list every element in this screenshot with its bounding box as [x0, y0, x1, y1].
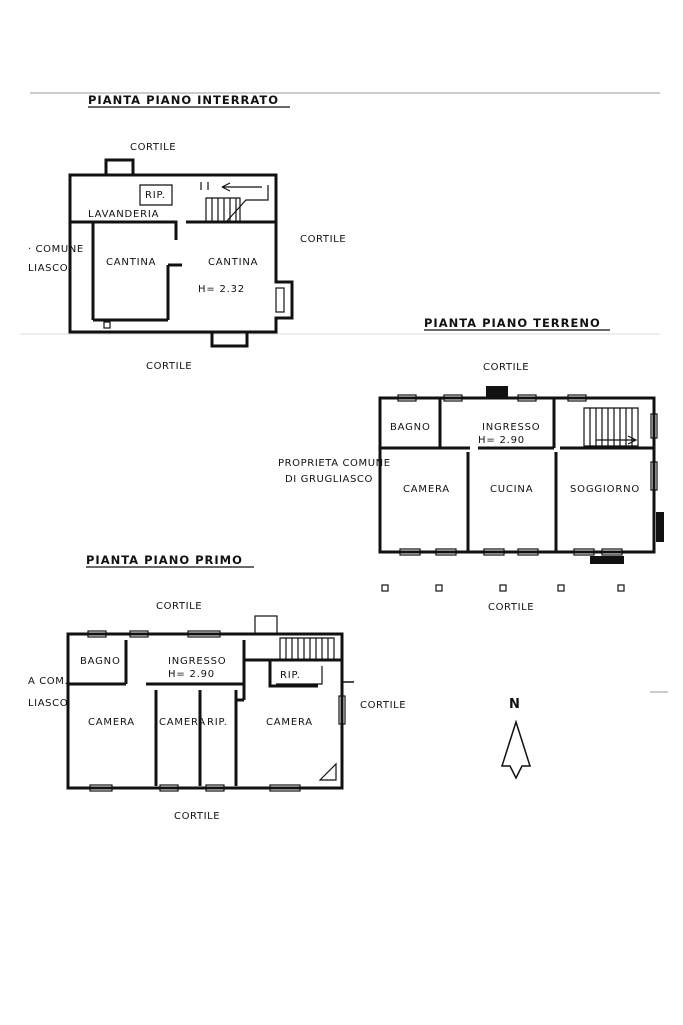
primo-corner-fixture [318, 762, 337, 781]
north-arrow-icon [500, 719, 532, 780]
terreno-ingresso-label: INGRESSO [482, 422, 540, 433]
terreno-stair-arrow-icon [596, 435, 638, 445]
terreno-cucina-label: CUCINA [490, 484, 533, 495]
primo-cortile-south: CORTILE [174, 811, 220, 822]
plan-terreno-title: PIANTA PIANO TERRENO [424, 316, 601, 330]
terreno-lower-dividers [466, 452, 558, 552]
primo-rip-upper-label: RIP. [280, 670, 301, 681]
primo-bagno-label: BAGNO [80, 656, 121, 667]
terreno-bagno-label: BAGNO [390, 422, 431, 433]
terreno-outer-wall [378, 396, 656, 554]
primo-ingresso-label: INGRESSO [168, 656, 226, 667]
primo-height-label: H= 2.90 [168, 669, 215, 680]
interrato-stairs [205, 197, 241, 223]
interrato-cortile-north: CORTILE [130, 142, 176, 153]
interrato-west-label-1: · COMUNE [28, 244, 84, 255]
primo-window [87, 630, 107, 638]
interrato-east-window [275, 287, 285, 313]
plan-terreno: PIANTA PIANO TERRENO CORTILE CORTILE PRO… [278, 316, 664, 613]
north-arrow-label: N [509, 697, 520, 712]
terreno-cortile-south: CORTILE [488, 602, 534, 613]
terreno-height-label: H= 2.90 [478, 435, 525, 446]
interrato-cortile-south: CORTILE [146, 361, 192, 372]
primo-outer-wall [66, 632, 344, 790]
primo-stairs [279, 637, 335, 661]
north-arrow: N [500, 697, 532, 780]
primo-chimney [254, 615, 278, 635]
interrato-light-well-south [210, 332, 249, 348]
terreno-west-label-1: PROPRIETA COMUNE [278, 458, 391, 469]
interrato-cantina-2-label: CANTINA [208, 257, 258, 268]
interrato-cantina-1-label: CANTINA [106, 257, 156, 268]
terreno-soggiorno-label: SOGGIORNO [570, 484, 640, 495]
terreno-west-label-2: DI GRUGLIASCO [285, 474, 373, 485]
interrato-rip-label: RIP. [145, 190, 166, 201]
primo-camera-2-label: CAMERA [159, 717, 206, 728]
interrato-west-label-2: LIASCO [28, 263, 68, 274]
plan-interrato-title: PIANTA PIANO INTERRATO [88, 93, 279, 107]
plan-primo: PIANTA PIANO PRIMO CORTILE CORTILE CORTI… [28, 553, 406, 822]
terreno-grille [590, 556, 624, 564]
terreno-window [397, 394, 417, 402]
terreno-cortile-north: CORTILE [483, 362, 529, 373]
primo-west-label-2: LIASCO [28, 698, 68, 709]
interrato-cantina-divider [166, 263, 182, 320]
interrato-cortile-east: CORTILE [300, 234, 346, 245]
terreno-camera-label: CAMERA [403, 484, 450, 495]
interrato-cantina-1-wall [91, 222, 168, 322]
interrato-outer-wall [68, 173, 294, 334]
primo-camera-1-label: CAMERA [88, 717, 135, 728]
interrato-lavanderia-label: LAVANDERIA [88, 209, 159, 220]
terreno-upper-dividers [438, 398, 556, 448]
primo-west-label-1: A COM. [28, 676, 68, 687]
interrato-stair-arrow-icon [221, 182, 262, 192]
interrato-height-label: H= 2.32 [198, 284, 245, 295]
primo-lower-dividers [154, 690, 238, 786]
terreno-chimney [486, 386, 508, 397]
primo-cortile-north: CORTILE [156, 601, 202, 612]
plan-primo-title: PIANTA PIANO PRIMO [86, 553, 243, 567]
terreno-pillar [381, 584, 389, 592]
primo-cortile-east: CORTILE [360, 700, 406, 711]
plan-interrato: PIANTA PIANO INTERRATO CORTILE CORTILE C… [28, 93, 346, 372]
primo-rip-lower-label: RIP. [207, 717, 228, 728]
interrato-rip-box [139, 184, 173, 206]
primo-camera-3-label: CAMERA [266, 717, 313, 728]
interrato-light-well-north [104, 158, 135, 175]
interrato-divider-horizontal [70, 220, 276, 240]
